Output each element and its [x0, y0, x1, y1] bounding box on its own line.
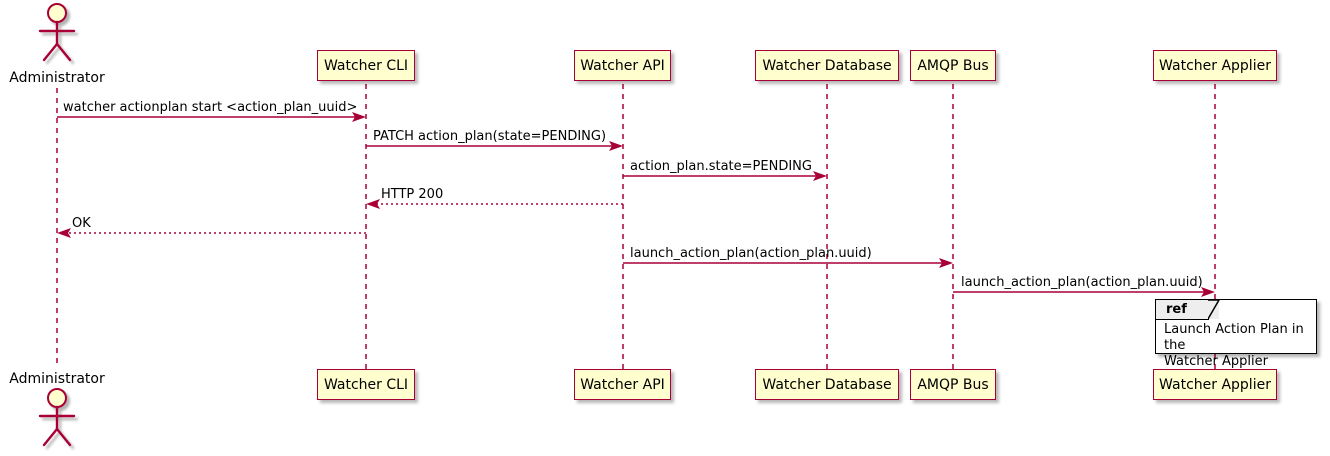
- participant-label-applier: Watcher Applier: [1159, 57, 1271, 74]
- ref-tab-notch-icon: [1208, 300, 1220, 320]
- message-label-http-200: HTTP 200: [381, 187, 444, 202]
- actor-admin-top: [38, 3, 76, 62]
- participant-box-cli-top[interactable]: Watcher CLI: [317, 50, 415, 81]
- participant-box-applier-top[interactable]: Watcher Applier: [1153, 50, 1277, 81]
- message-label-launch-action-plan-api-amqp: launch_action_plan(action_plan.uuid): [630, 246, 872, 261]
- participant-label-amqp-bottom: AMQP Bus: [917, 376, 989, 393]
- participant-box-api-top[interactable]: Watcher API: [574, 50, 671, 81]
- message-arrow-ok: [57, 228, 366, 238]
- participant-box-amqp-top[interactable]: AMQP Bus: [910, 50, 996, 81]
- message-arrow-action-plan-state-pending: [623, 171, 827, 181]
- message-label-action-plan-state-pending: action_plan.state=PENDING: [630, 159, 812, 174]
- participant-label-database-bottom: Watcher Database: [762, 376, 892, 393]
- message-label-ok: OK: [72, 216, 91, 231]
- messages-group: [57, 112, 1215, 297]
- ref-fragment-tab-label: ref: [1166, 302, 1187, 317]
- message-label-watcher-actionplan-start: watcher actionplan start <action_plan_uu…: [63, 100, 358, 115]
- ref-fragment-box[interactable]: ref Launch Action Plan in the Watcher Ap…: [1155, 299, 1317, 369]
- participant-box-cli-bottom[interactable]: Watcher CLI: [317, 369, 415, 400]
- actor-admin-bottom: [38, 388, 76, 447]
- participant-label-api-bottom: Watcher API: [580, 376, 665, 393]
- lifelines-group: [56, 84, 1216, 370]
- participant-box-database-bottom[interactable]: Watcher Database: [755, 369, 899, 400]
- participant-box-applier-bottom[interactable]: Watcher Applier: [1153, 369, 1277, 400]
- participant-box-amqp-bottom[interactable]: AMQP Bus: [910, 369, 996, 400]
- participant-label-amqp: AMQP Bus: [917, 57, 989, 74]
- ref-fragment-body-text: Launch Action Plan in the Watcher Applie…: [1164, 322, 1304, 369]
- participant-label-api: Watcher API: [580, 57, 665, 74]
- actor-label-admin-top: Administrator: [9, 70, 105, 86]
- participant-label-database: Watcher Database: [762, 57, 892, 74]
- message-arrow-http-200: [366, 199, 623, 209]
- participant-box-database-top[interactable]: Watcher Database: [755, 50, 899, 81]
- message-arrow-launch-action-plan-amqp-applier: [953, 287, 1215, 297]
- message-label-launch-action-plan-amqp-applier: launch_action_plan(action_plan.uuid): [961, 275, 1203, 290]
- message-arrow-patch-action-plan: [366, 141, 623, 151]
- message-arrow-launch-action-plan-api-amqp: [623, 258, 953, 268]
- participant-label-applier-bottom: Watcher Applier: [1159, 376, 1271, 393]
- participant-label-cli-bottom: Watcher CLI: [323, 376, 409, 393]
- actor-label-admin-bottom: Administrator: [9, 371, 105, 387]
- participant-label-cli: Watcher CLI: [323, 57, 409, 74]
- message-arrow-watcher-actionplan-start: [57, 112, 366, 122]
- participant-box-api-bottom[interactable]: Watcher API: [574, 369, 671, 400]
- message-label-patch-action-plan: PATCH action_plan(state=PENDING): [373, 129, 607, 144]
